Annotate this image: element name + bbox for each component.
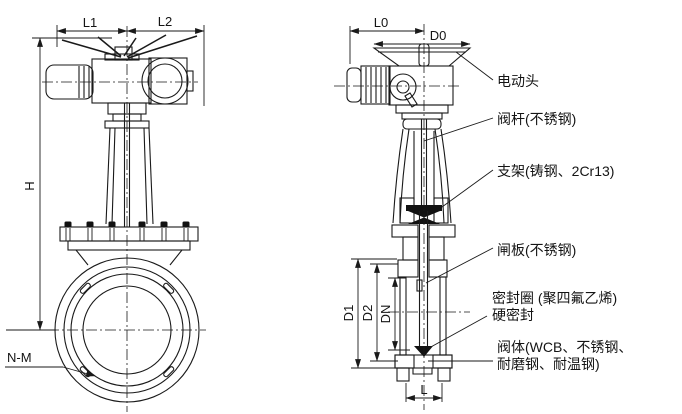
callout-body-label-line2: 耐磨钢、耐温钢)	[497, 356, 600, 372]
dim-label-l0: L0	[374, 15, 388, 30]
callout-leader-actuator	[455, 51, 494, 81]
callout-leader-seal	[428, 315, 488, 349]
side-handwheel	[141, 57, 189, 105]
bonnet-flange-front	[59, 221, 199, 266]
front-view: L1 L2 H	[5, 14, 206, 412]
dimension-dn: DN	[378, 277, 410, 351]
yoke-front	[104, 102, 154, 227]
callout-leader-bracket	[441, 169, 494, 208]
bolt-hole-slot	[163, 366, 175, 378]
dim-label-nm: N-M	[7, 350, 32, 365]
dimension-d0: D0	[373, 28, 471, 47]
dimension-d2: D2	[360, 263, 398, 362]
packing-gland	[406, 205, 442, 211]
callout-gate-label: 闸板(不锈钢)	[497, 242, 576, 258]
actuator-front	[42, 34, 198, 105]
declutch-knob	[389, 73, 417, 101]
dim-label-d0: D0	[430, 28, 447, 43]
seat-seal	[414, 346, 433, 357]
dim-label-h: H	[22, 181, 37, 190]
dimension-nm: N-M	[5, 350, 96, 377]
callout-stem-label: 阀杆(不锈钢)	[497, 111, 576, 127]
side-section-view: L0 D0	[334, 15, 472, 410]
callout-bracket-label: 支架(铸钢、2Cr13)	[497, 163, 614, 179]
callout-leader-gate	[425, 247, 494, 284]
callout-seal-label-line1: 密封圈 (聚四氟乙烯)	[492, 290, 617, 306]
actuator-side	[334, 65, 462, 108]
dimension-l0: L0	[349, 15, 425, 64]
valve-body-side	[388, 24, 470, 410]
dimension-l: L	[405, 382, 443, 402]
dimension-d1: D1	[341, 258, 397, 369]
handwheel-side	[372, 43, 472, 67]
callout-labels: 电动头 阀杆(不锈钢) 支架(铸钢、2Cr13) 闸板(不锈钢) 密封圈 (聚四…	[423, 51, 632, 372]
bonnet-side	[397, 236, 448, 278]
callout-actuator-label: 电动头	[497, 73, 539, 89]
motor-cap	[346, 67, 362, 103]
dim-label-d1: D1	[341, 305, 356, 322]
valve-body-front	[48, 26, 206, 412]
flange-bolts	[64, 221, 190, 241]
yoke-side	[391, 104, 456, 238]
dim-label-l: L	[420, 382, 427, 397]
bolt-hole-slot	[163, 282, 175, 294]
callout-leader-stem	[423, 117, 494, 142]
dimension-l1-l2: L1 L2	[56, 14, 205, 106]
dim-label-l1: L1	[83, 15, 97, 30]
callout-seal-label-line2: 硬密封	[492, 307, 534, 323]
dim-label-l2: L2	[158, 14, 172, 29]
dim-label-dn: DN	[378, 305, 393, 324]
dim-label-d2: D2	[360, 305, 375, 322]
bolt-hole-slot	[79, 282, 91, 294]
callout-body-label-line1: 阀体(WCB、不锈钢、	[497, 339, 632, 355]
declutch-lever	[404, 92, 418, 108]
dimension-h: H	[6, 37, 112, 331]
